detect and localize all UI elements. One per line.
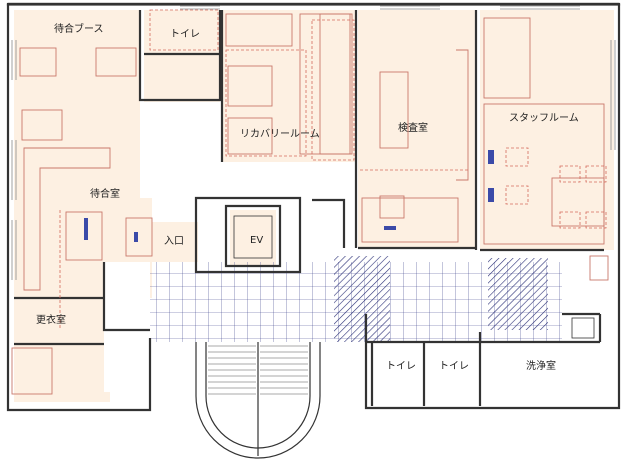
room-label-toilet-2: トイレ — [439, 361, 469, 372]
room-fills — [14, 10, 614, 402]
room-label-entrance: 入口 — [164, 236, 184, 247]
room-label-washing-room: 洗浄室 — [526, 361, 556, 372]
room-label-exam-room: 検査室 — [398, 123, 428, 134]
staircase — [195, 342, 321, 459]
room-label-recovery-room: リカバリールーム — [240, 129, 320, 140]
room-label-elevator: EV — [250, 235, 264, 246]
walls — [6, 2, 621, 412]
room-label-waiting-booth: 待合ブース — [54, 24, 104, 35]
stair-treads — [208, 345, 308, 395]
room-label-changing-room: 更衣室 — [36, 315, 66, 326]
hatched-areas — [334, 256, 548, 342]
dashed-outlines — [59, 9, 607, 330]
room-label-toilet-1: トイレ — [386, 361, 416, 372]
furniture — [11, 13, 609, 395]
desk-equipment — [84, 150, 494, 242]
windows — [11, 5, 616, 280]
room-label-toilet-top: トイレ — [170, 29, 200, 40]
room-label-staff-room: スタッフルーム — [509, 113, 579, 124]
room-label-waiting-room: 待合室 — [90, 189, 120, 200]
elevator-car — [233, 215, 595, 339]
